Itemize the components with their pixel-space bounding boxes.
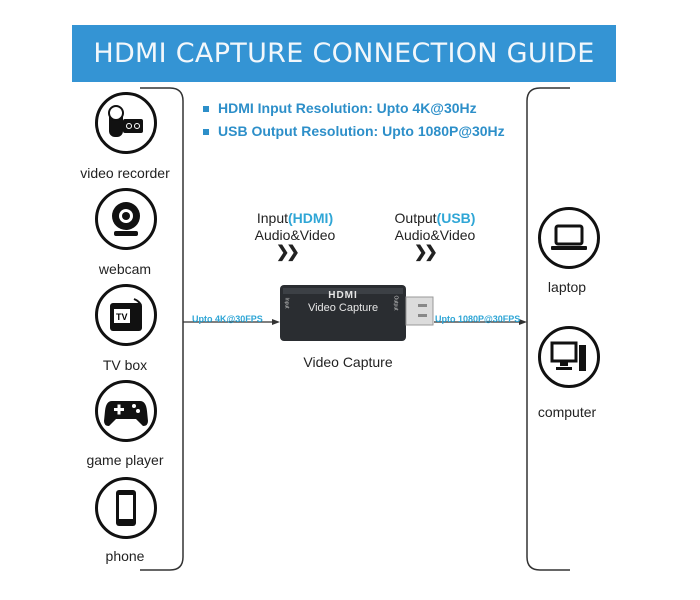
spec-item: USB Output Resolution: Upto 1080P@30Hz <box>203 123 505 139</box>
device-caption: Video Capture <box>303 354 393 370</box>
source-label: webcam <box>98 261 152 277</box>
source-label: TV box <box>102 357 148 373</box>
chevron-right-icon: ❯❯ <box>276 244 300 261</box>
tv-box-icon: TV <box>95 284 157 346</box>
spec-item: HDMI Input Resolution: Upto 4K@30Hz <box>203 100 477 116</box>
input-speed: Upto 4K@30FPS <box>192 314 263 324</box>
device-brand: HDMI <box>328 290 358 301</box>
source-label: video recorder <box>80 165 170 181</box>
page-title: HDMI CAPTURE CONNECTION GUIDE <box>93 38 595 69</box>
chevron-right-icon: ❯❯ <box>414 244 438 261</box>
svg-text:TV: TV <box>116 312 128 322</box>
source-label: game player <box>86 452 164 468</box>
device-port-in: Input <box>283 297 290 309</box>
destination-label: laptop <box>547 279 587 295</box>
destination-label: computer <box>537 404 597 420</box>
left-bracket <box>140 87 184 571</box>
output-label: Output(USB)Audio&Video <box>394 210 476 243</box>
laptop-icon <box>538 207 600 269</box>
device-port-out: Output <box>392 295 399 311</box>
source-label: phone <box>105 548 145 564</box>
video-recorder-icon <box>95 92 157 154</box>
computer-icon <box>538 326 600 388</box>
gamepad-icon <box>95 380 157 442</box>
webcam-icon <box>95 188 157 250</box>
input-label: Input(HDMI)Audio&Video <box>254 210 336 243</box>
title-banner: HDMI CAPTURE CONNECTION GUIDE <box>72 25 616 82</box>
capture-device <box>280 285 434 341</box>
device-name: Video Capture <box>307 302 379 314</box>
phone-icon <box>95 477 157 539</box>
output-speed: Upto 1080P@30FPS <box>435 314 521 324</box>
right-bracket <box>526 87 570 571</box>
